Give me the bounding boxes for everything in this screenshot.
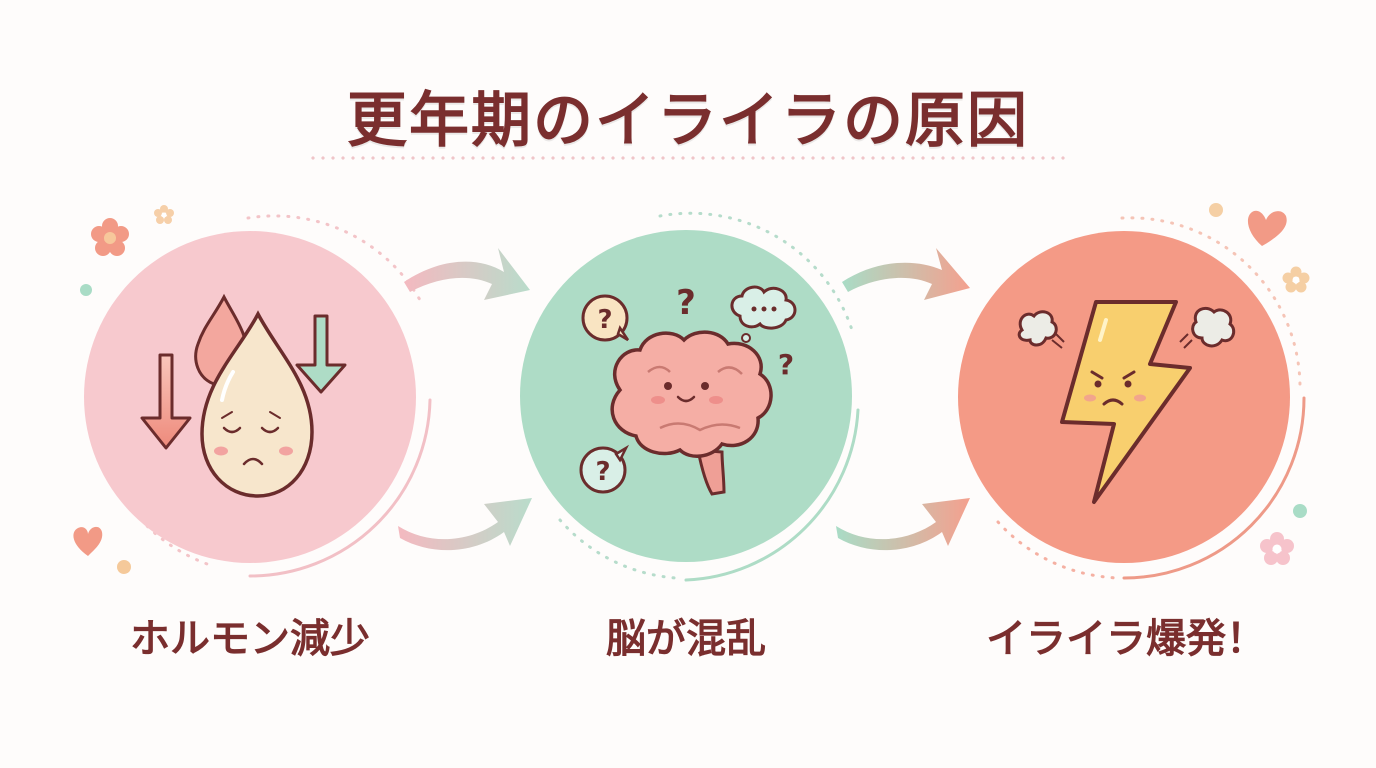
decor-dot-peach [117, 560, 131, 574]
svg-text:?: ? [597, 305, 612, 335]
flow-arrow-1-top [404, 248, 530, 300]
step-2-circle: ? ? ? ? [520, 211, 860, 582]
decor-heart-right-icon [1247, 210, 1287, 246]
page-title: 更年期のイライラの原因 [347, 86, 1029, 156]
steam-puff-left-icon [1017, 310, 1065, 349]
brain-icon [610, 330, 773, 496]
title-dotted-divider [308, 156, 1068, 160]
steam-puff-right-icon [1179, 306, 1236, 349]
flow-arrow-2-bottom [836, 498, 970, 551]
decor-flower-coral-icon [91, 218, 129, 256]
decor-heart-left-icon [73, 526, 103, 556]
thought-cloud-icon [730, 285, 797, 343]
decor-flower-pink-icon [1260, 532, 1294, 565]
step-3-label: イライラ爆発！ [986, 616, 1266, 662]
decor-flower-peach-icon [154, 205, 174, 224]
flow-arrow-2-top [842, 248, 970, 300]
question-bubble-icon: ? [579, 444, 630, 494]
step-1-circle [84, 214, 432, 578]
question-bubble-icon: ? [581, 294, 630, 342]
step-2-label: 脳が混乱 [606, 616, 766, 662]
svg-text:?: ? [595, 457, 610, 487]
step-3-circle [958, 216, 1306, 580]
lightning-bolt-icon [1060, 300, 1192, 504]
svg-text:?: ? [778, 348, 794, 381]
decor-dot-mint [80, 284, 92, 296]
svg-text:?: ? [676, 283, 696, 323]
flow-arrow-1-bottom [398, 498, 532, 551]
step-1-label: ホルモン減少 [130, 616, 370, 662]
